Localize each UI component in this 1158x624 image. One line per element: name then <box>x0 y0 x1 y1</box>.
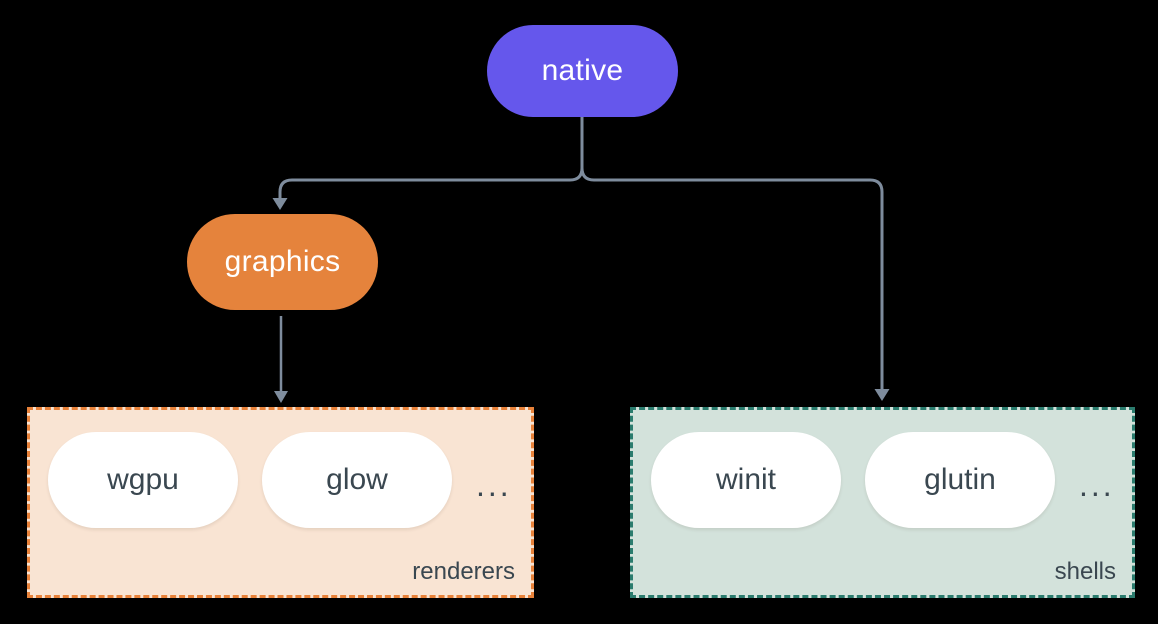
shells-group-label: shells <box>1054 558 1116 585</box>
node-native-label: native <box>541 54 624 87</box>
pill-winit: winit <box>651 432 841 528</box>
group-renderers: wgpu glow ... renderers <box>27 407 534 598</box>
pill-winit-label: winit <box>715 463 776 496</box>
arrowhead-graphics <box>272 198 288 210</box>
pill-wgpu-label: wgpu <box>107 463 179 496</box>
pill-glow: glow <box>262 432 452 528</box>
edge-native-shells <box>580 116 884 389</box>
pill-glutin-label: glutin <box>924 463 996 496</box>
renderers-items-row: wgpu glow ... <box>48 432 512 528</box>
shells-more-indicator: ... <box>1079 466 1115 503</box>
group-shells: winit glutin ... shells <box>630 407 1135 598</box>
node-graphics-label: graphics <box>224 245 341 278</box>
renderers-group-label: renderers <box>412 558 515 585</box>
arrowhead-shells <box>874 389 890 401</box>
arrowhead-renderers <box>274 391 288 403</box>
node-native: native <box>487 25 678 117</box>
shells-items-row: winit glutin ... <box>651 432 1115 528</box>
edge-native-graphics <box>278 116 584 198</box>
renderers-more-indicator: ... <box>476 466 512 503</box>
pill-wgpu: wgpu <box>48 432 238 528</box>
pill-glow-label: glow <box>326 463 388 496</box>
pill-glutin: glutin <box>865 432 1055 528</box>
node-graphics: graphics <box>187 214 378 310</box>
